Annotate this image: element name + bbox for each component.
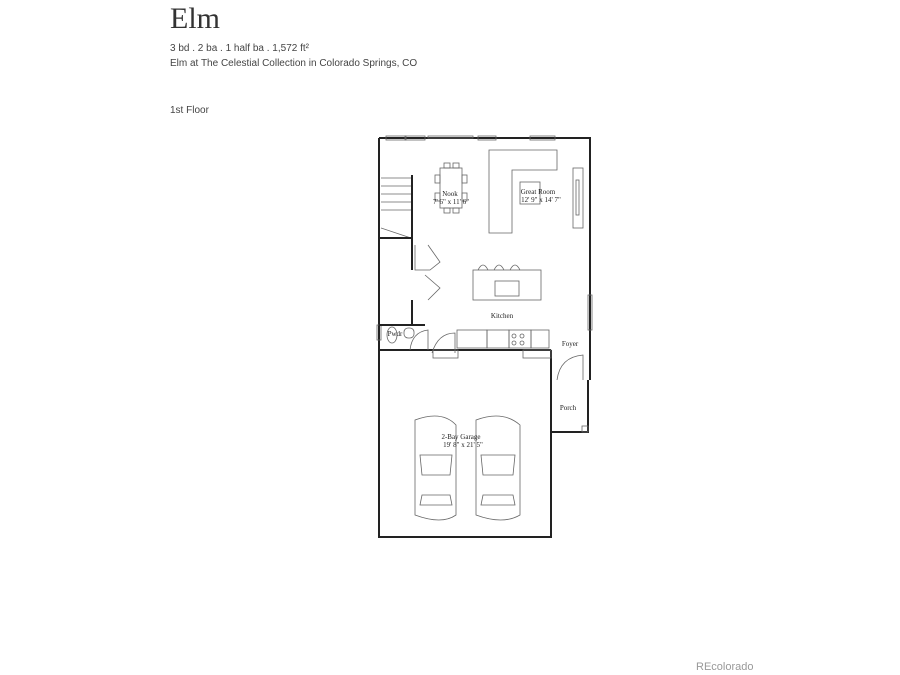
closet-doors — [414, 244, 441, 301]
room-size-great-room: 12' 9" x 14' 7" — [521, 196, 561, 204]
watermark: REcolorado — [696, 661, 754, 673]
room-label-great-room: Great Room — [521, 188, 556, 196]
nook-table — [434, 162, 468, 214]
plan-specs: 3 bd . 2 ba . 1 half ba . 1,572 ft² — [170, 43, 309, 54]
room-label-kitchen: Kitchen — [491, 312, 514, 320]
stair-wall — [379, 175, 551, 351]
powder-fixtures — [386, 326, 415, 344]
entry-door — [556, 354, 584, 381]
porch-post — [581, 425, 589, 433]
kitchen-counters — [432, 329, 552, 359]
kitchen-island — [472, 264, 542, 301]
plan-title: Elm — [170, 2, 220, 35]
floor-label: 1st Floor — [170, 105, 209, 116]
room-size-nook: 7' 6" x 11' 6" — [433, 198, 469, 206]
community-name: Elm at The Celestial Collection in Color… — [170, 58, 418, 69]
windows — [376, 135, 593, 341]
sectional-sofa — [488, 149, 584, 234]
room-label-powder: Pwdr — [388, 330, 403, 338]
powder-door — [409, 329, 456, 354]
stairs — [380, 177, 412, 239]
room-label-garage: 2-Bay Garage — [441, 433, 480, 441]
garage-cars — [414, 415, 521, 521]
room-size-garage: 19' 8" x 21' 5" — [443, 441, 483, 449]
room-label-porch: Porch — [560, 404, 577, 412]
room-label-nook: Nook — [442, 190, 458, 198]
room-label-foyer: Foyer — [562, 340, 579, 348]
porch-walls — [550, 380, 589, 433]
